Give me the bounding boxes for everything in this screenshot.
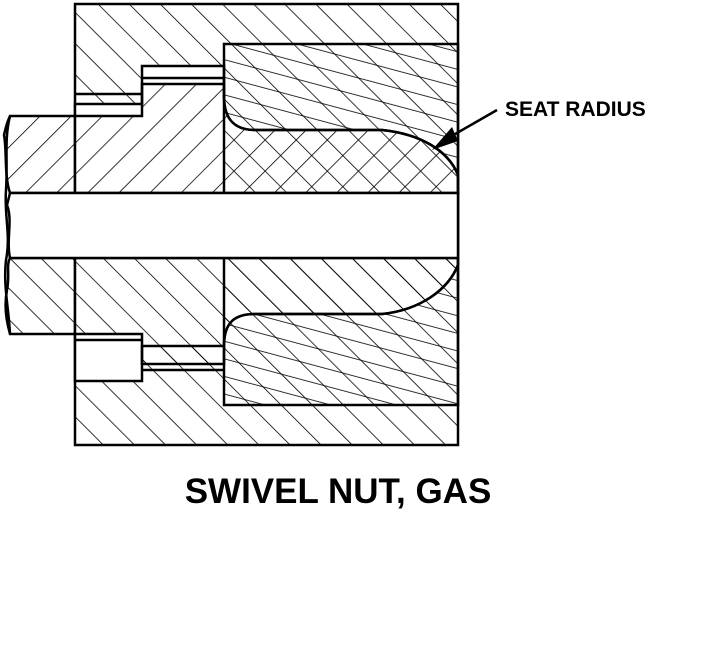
tube-bore bbox=[5, 191, 460, 260]
seat-radius-leader bbox=[432, 108, 498, 150]
tube-break-line bbox=[3, 115, 12, 335]
tube-upper-wall bbox=[2, 82, 460, 195]
drawing-caption: SWIVEL NUT, GAS bbox=[185, 472, 492, 511]
tube-lower-wall bbox=[4, 256, 460, 366]
seat-radius-label: SEAT RADIUS bbox=[505, 98, 646, 121]
